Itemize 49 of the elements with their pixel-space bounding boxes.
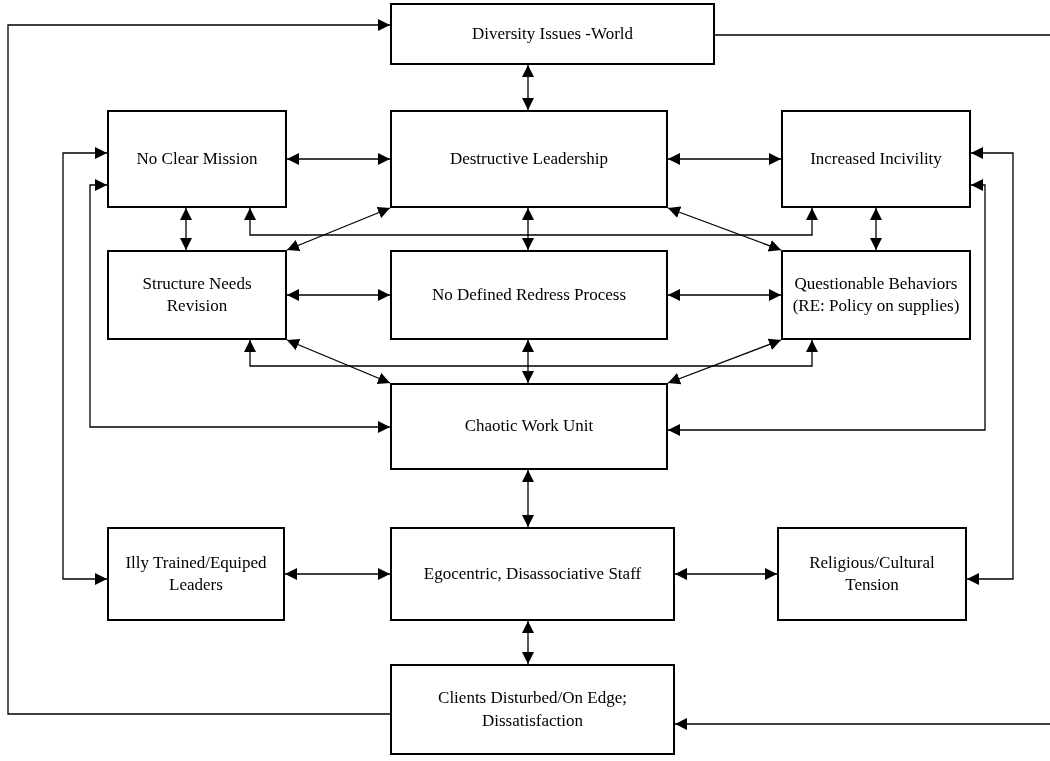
arrow (284, 568, 391, 580)
process-box (781, 110, 971, 208)
box-label: Destructive Leadership (449, 147, 609, 170)
arrow (674, 718, 1050, 730)
arrow (89, 179, 391, 433)
arrow (244, 339, 818, 367)
box-label: Questionable Behaviors (RE: Policy on supplies) (791, 272, 961, 317)
process-box (390, 3, 715, 65)
arrow (244, 207, 818, 236)
process-box (390, 110, 668, 208)
arrow (667, 206, 782, 252)
arrow (667, 179, 986, 436)
process-box (390, 527, 675, 621)
arrow (667, 153, 782, 165)
box-label: Diversity Issues -World (471, 22, 634, 45)
arrow (966, 147, 1014, 585)
arrow (522, 620, 534, 665)
box-label: Illy Trained/Equiped Leaders (124, 551, 268, 596)
arrow (286, 207, 391, 251)
process-box (107, 527, 285, 621)
arrow (286, 289, 391, 301)
process-box (781, 250, 971, 340)
box-label: Clients Disturbed/On Edge; Dissatisfaction (437, 687, 628, 732)
arrow (870, 207, 882, 251)
arrow (286, 153, 391, 165)
box-label: Chaotic Work Unit (464, 415, 594, 438)
arrow (180, 207, 192, 251)
arrow (667, 338, 782, 385)
arrow (674, 568, 778, 580)
arrow (522, 64, 534, 111)
process-box (390, 250, 668, 340)
arrow (286, 339, 391, 384)
process-box (107, 110, 287, 208)
box-label: No Clear Mission (136, 147, 258, 170)
box-label: Increased Incivility (810, 147, 942, 170)
process-box (107, 250, 287, 340)
box-label: Egocentric, Disassociative Staff (423, 562, 642, 585)
arrow (7, 19, 391, 715)
arrow (522, 339, 534, 384)
process-box (390, 383, 668, 470)
box-label: Structure Needs Revision (141, 272, 253, 317)
process-box (390, 664, 675, 755)
box-label: No Defined Redress Process (431, 283, 626, 306)
process-box (777, 527, 967, 621)
arrow (62, 147, 108, 585)
box-label: Religious/Cultural Tension (808, 551, 936, 596)
arrow (522, 469, 534, 528)
arrow (667, 289, 782, 301)
arrow (522, 207, 534, 251)
